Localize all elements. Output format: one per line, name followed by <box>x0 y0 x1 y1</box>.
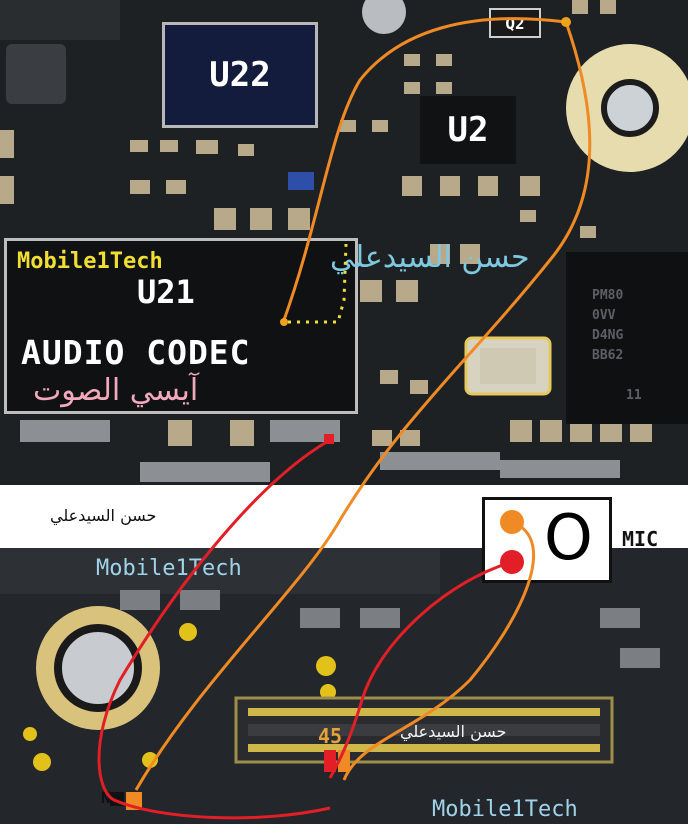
pin-number-label: 45 <box>318 724 343 748</box>
pcb-bottom-board <box>0 548 688 824</box>
chip-pm: PM80 0VV D4NG BB62 11 <box>566 252 688 424</box>
codec-designator: U21 <box>137 273 195 311</box>
mic-label: MIC <box>622 527 659 551</box>
watermark-brand-mid: Mobile1Tech <box>96 556 242 581</box>
watermark-arabic-bottom: حسن السيدعلي <box>400 722 507 741</box>
watermark-brand-bottom: Mobile1Tech <box>432 797 578 822</box>
pm-line: BB62 <box>592 348 624 363</box>
codec-brand: Mobile1Tech <box>17 249 163 274</box>
audio-codec-chip: Mobile1Tech U21 AUDIO CODEC آيسي الصوت <box>4 238 358 414</box>
codec-function: AUDIO CODEC <box>21 333 251 372</box>
chip-q2-label: Q2 <box>505 13 525 33</box>
left-pin-label: N <box>101 788 111 807</box>
pcb-bottom-components <box>0 548 660 810</box>
pm-line: 11 <box>626 388 642 403</box>
chip-u2-label: U2 <box>447 110 489 150</box>
watermark-arabic-band: حسن السيدعلي <box>50 506 157 525</box>
pm-line: PM80 <box>592 288 624 303</box>
chip-u22-label: U22 <box>209 55 271 95</box>
mic-symbol: O <box>544 501 593 574</box>
codec-arabic-label: آيسي الصوت <box>33 373 199 408</box>
pm-line: D4NG <box>592 328 624 343</box>
pm-line: 0VV <box>592 308 616 323</box>
chip-u2: U2 <box>420 96 516 164</box>
watermark-arabic-top: حسن السيدعلي <box>330 240 530 275</box>
chip-q2: Q2 <box>489 8 541 38</box>
chip-u22: U22 <box>162 22 318 128</box>
